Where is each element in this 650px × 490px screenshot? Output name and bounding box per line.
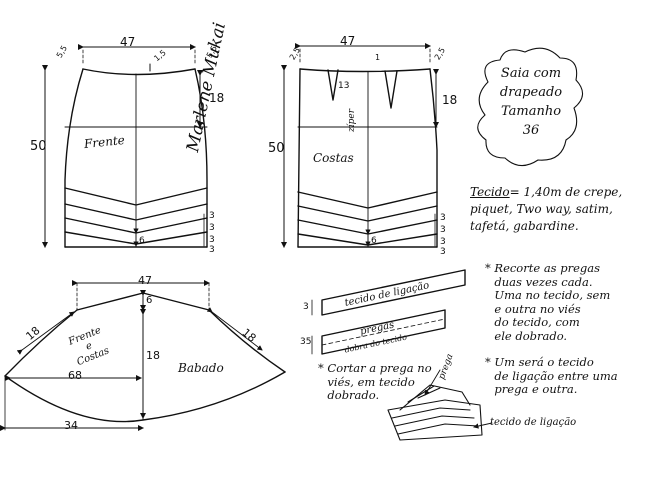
title-line-2: drapeado — [499, 85, 563, 100]
note1-line: do tecido, com — [494, 315, 580, 329]
drape-detail-sketch — [387, 369, 493, 441]
back-hip-depth-label: 18 — [442, 93, 458, 107]
note3-line: viés, em tecido — [327, 374, 415, 389]
back-dart-label: 1 — [375, 53, 381, 62]
ruffle-label: Babado — [178, 361, 224, 375]
front-tuck-label-4: 3 — [209, 245, 215, 255]
note1-line: duas vezes cada. — [494, 274, 593, 289]
note2-line: Um será o tecido — [494, 355, 594, 369]
note3-star: * — [318, 361, 324, 375]
fabric-label: Tecido — [470, 185, 510, 199]
fabric-note: Tecido= 1,40m de crepe, piquet, Two way,… — [470, 184, 642, 235]
front-hip-depth-label: 18 — [209, 91, 225, 105]
front-width-label: 47 — [120, 35, 136, 49]
ruffle-base-34: 34 — [64, 419, 78, 432]
ruffle-center-18: 18 — [146, 349, 160, 362]
detail-tecido-label: tecido de ligação — [490, 417, 577, 428]
title-line-4: 36 — [522, 123, 540, 138]
back-tuck-label-4: 3 — [440, 247, 446, 257]
front-tuck-label-3: 3 — [209, 235, 215, 245]
strip2-height: 35 — [300, 337, 312, 347]
note1-line: e outra no viés — [494, 301, 581, 316]
front-skirt-piece — [42, 44, 208, 248]
ruffle-width-label: 47 — [138, 274, 152, 287]
back-piece-label: Costas — [313, 151, 354, 165]
front-length-label: 50 — [30, 139, 47, 154]
title-line-3: Tamanho — [500, 104, 562, 119]
note3-line: dobrado. — [327, 388, 380, 402]
back-skirt-piece — [281, 43, 439, 248]
ruffle-inner-6: 6 — [146, 295, 153, 306]
note2-line: prega e outra. — [494, 382, 578, 396]
note1-star: * — [485, 261, 491, 275]
front-tuck-label-2: 3 — [209, 223, 215, 233]
title-line-1: Saia com — [500, 66, 562, 81]
back-inner-6: 6 — [371, 236, 377, 246]
note-tecido-ligacao: * Um será o tecido de ligação entre uma … — [485, 355, 647, 397]
note1-line: ele dobrado. — [494, 328, 568, 343]
note1-line: Recorte as pregas — [494, 261, 601, 275]
front-tuck-label-1: 3 — [209, 211, 215, 221]
note2-line: de ligação entre uma — [494, 368, 618, 383]
back-length-label: 50 — [268, 141, 285, 156]
back-tuck-label-3: 3 — [440, 237, 446, 247]
back-tuck-label-2: 3 — [440, 225, 446, 235]
pattern-title: Saia com drapeado Tamanho 36 — [486, 64, 576, 140]
back-width-label: 47 — [340, 34, 356, 48]
note-cortar-prega: * Cortar a prega no viés, em tecido dobr… — [318, 361, 448, 403]
zipper-label: zíper — [347, 108, 357, 132]
fabric-text: = 1,40m de crepe, piquet, Two way, satim… — [470, 185, 623, 233]
back-dart-depth-label: 13 — [338, 81, 350, 91]
back-tuck-label-1: 3 — [440, 213, 446, 223]
ruffle-bottom-68: 68 — [68, 369, 82, 382]
ruffle-piece — [0, 280, 286, 431]
note2-star: * — [485, 355, 491, 369]
note3-line: Cortar a prega no — [327, 361, 432, 375]
binding-strips — [311, 269, 466, 355]
title-cloud — [477, 47, 584, 167]
front-inner-6: 6 — [139, 236, 145, 246]
note-recorte: * Recorte as pregas duas vezes cada. Uma… — [485, 261, 645, 343]
strip1-height: 3 — [303, 302, 309, 312]
note1-line: Uma no tecido, sem — [494, 288, 611, 302]
